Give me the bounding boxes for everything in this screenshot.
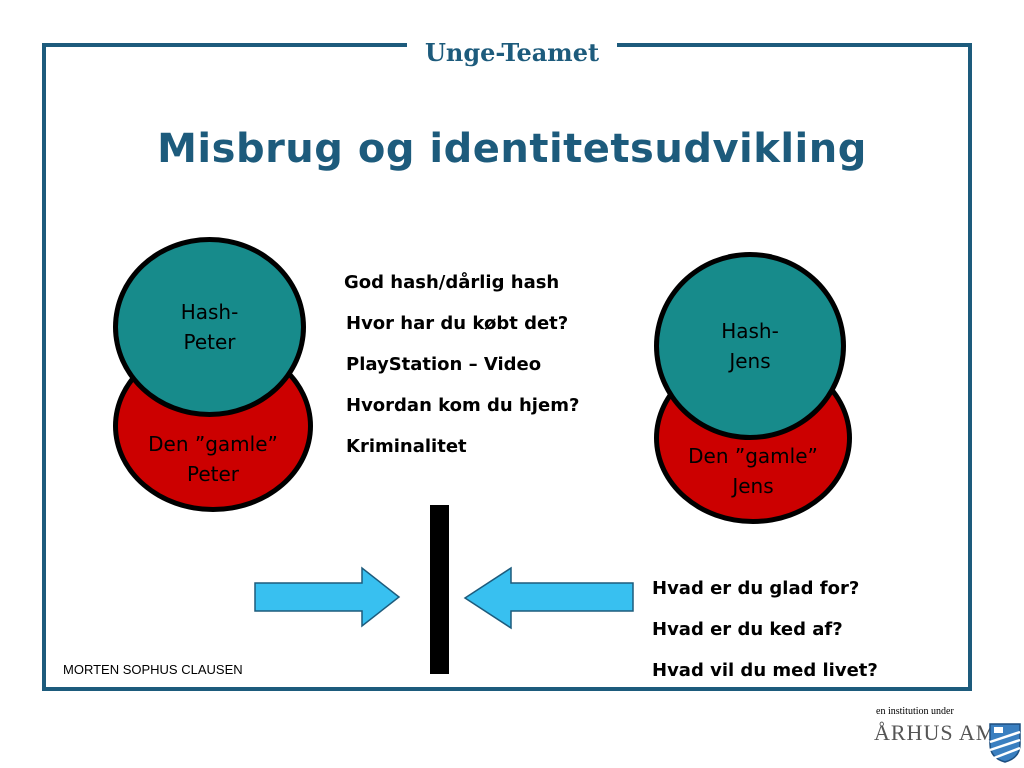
coat-of-arms-icon bbox=[989, 723, 1021, 763]
right-old-self-label-line2: Jens bbox=[732, 474, 774, 498]
center-topic-list: God hash/dårlig hash Hvor har du købt de… bbox=[344, 262, 579, 467]
list-item: Hvordan kom du hjem? bbox=[346, 395, 580, 416]
list-item: Hvad er du glad for? bbox=[652, 578, 860, 599]
left-hash-self-circle: Hash- Peter bbox=[113, 237, 306, 417]
list-item: Kriminalitet bbox=[346, 436, 467, 457]
right-hash-self-label-line2: Jens bbox=[729, 349, 771, 373]
slide-title: Misbrug og identitetsudvikling bbox=[157, 126, 867, 172]
list-item: Hvor har du købt det? bbox=[346, 313, 569, 334]
list-item: Hvad vil du med livet? bbox=[652, 660, 878, 681]
questions-list: Hvad er du glad for? Hvad er du ked af? … bbox=[652, 568, 878, 691]
left-old-self-label-line1: Den ”gamle” bbox=[148, 432, 278, 456]
divider-bar bbox=[430, 505, 449, 674]
logo-wordmark: ÅRHUS AMT bbox=[874, 720, 1011, 745]
list-item: God hash/dårlig hash bbox=[344, 272, 560, 293]
list-item: PlayStation – Video bbox=[346, 354, 542, 375]
left-old-self-label-line2: Peter bbox=[186, 462, 240, 486]
right-old-self-label-line1: Den ”gamle” bbox=[688, 444, 818, 468]
right-hash-self-circle: Hash- Jens bbox=[654, 252, 846, 440]
left-hash-self-label-line2: Peter bbox=[183, 330, 236, 354]
footer-author: MORTEN SOPHUS CLAUSEN bbox=[63, 662, 243, 677]
list-item: Hvad er du ked af? bbox=[652, 619, 843, 640]
right-hash-self-label-line1: Hash- bbox=[721, 319, 779, 343]
left-hash-self-label-line1: Hash- bbox=[180, 300, 239, 324]
logo-caption: en institution under bbox=[876, 706, 954, 717]
frame-tab-title: Unge-Teamet bbox=[407, 28, 617, 68]
